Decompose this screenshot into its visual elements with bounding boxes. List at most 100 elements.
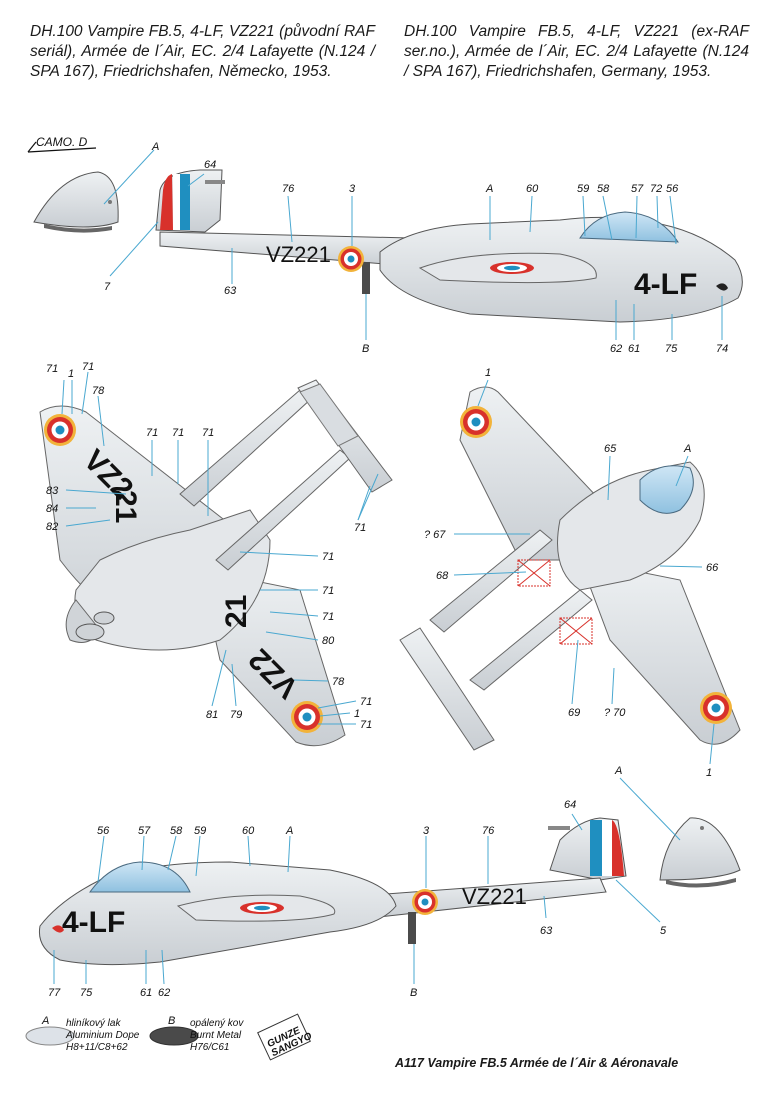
svg-text:63: 63	[540, 925, 553, 937]
roundel-plan-upper-2	[291, 701, 323, 733]
svg-text:B: B	[362, 343, 369, 355]
svg-text:69: 69	[568, 707, 580, 719]
footer-title: A117 Vampire FB.5 Armée de l´Air & Aéron…	[395, 1056, 679, 1070]
svg-text:77: 77	[48, 987, 61, 999]
svg-text:opálený kov: opálený kov	[190, 1018, 244, 1029]
serial-bottom: VZ221	[462, 884, 527, 909]
svg-text:7: 7	[104, 281, 111, 293]
svg-text:71: 71	[46, 363, 58, 375]
svg-text:71: 71	[360, 719, 372, 731]
svg-text:78: 78	[92, 385, 105, 397]
squadron-emblem-top	[716, 283, 728, 291]
callout-lines-top	[103, 149, 723, 340]
svg-text:3: 3	[423, 825, 430, 837]
svg-text:71: 71	[172, 427, 184, 439]
svg-text:56: 56	[97, 825, 110, 837]
svg-text:81: 81	[206, 709, 218, 721]
svg-text:57: 57	[138, 825, 151, 837]
svg-text:75: 75	[665, 343, 678, 355]
svg-text:71: 71	[322, 585, 334, 597]
svg-text:3: 3	[349, 183, 356, 195]
svg-text:62: 62	[610, 343, 622, 355]
header-english: DH.100 Vampire FB.5, 4-LF, VZ221 (ex-RAF…	[404, 23, 749, 80]
serial-top: VZ221	[266, 242, 331, 267]
svg-text:hliníkový lak: hliníkový lak	[66, 1018, 121, 1029]
svg-text:? 67: ? 67	[424, 529, 446, 541]
svg-text:71: 71	[322, 611, 334, 623]
svg-text:60: 60	[526, 183, 539, 195]
svg-text:71: 71	[322, 551, 334, 563]
svg-text:74: 74	[716, 343, 728, 355]
legend-item-a: A hliníkový lak Aluminium Dope H8+11/C8+…	[25, 1015, 140, 1053]
svg-text:A: A	[41, 1015, 49, 1027]
squadron-emblem-bottom	[52, 925, 64, 933]
svg-text:71: 71	[360, 696, 372, 708]
header-czech: DH.100 Vampire FB.5, 4-LF, VZ221 (původn…	[30, 23, 375, 80]
svg-text:57: 57	[631, 183, 644, 195]
svg-text:75: 75	[80, 987, 93, 999]
svg-text:62: 62	[158, 987, 170, 999]
svg-text:83: 83	[46, 485, 59, 497]
svg-text:56: 56	[666, 183, 679, 195]
svg-text:76: 76	[282, 183, 295, 195]
serial-wing-top-2: 21	[109, 490, 142, 523]
roundel-boom	[338, 246, 364, 272]
fin-front-view	[33, 171, 119, 233]
svg-text:71: 71	[354, 522, 366, 534]
roundel-plan-lower-1	[460, 406, 492, 438]
svg-text:78: 78	[332, 676, 345, 688]
svg-text:61: 61	[140, 987, 152, 999]
svg-text:B: B	[410, 987, 417, 999]
code-top: 4-LF	[634, 268, 697, 301]
plan-view-lower: 1 65 A ? 67 66 68 69 ? 70 1	[399, 367, 741, 779]
side-view-starboard: VZ221 4-LF A 64 56 57 58 59 60	[38, 765, 741, 999]
svg-text:66: 66	[706, 562, 719, 574]
legend-item-b: B opálený kov Burnt Metal H76/C61	[149, 1015, 244, 1053]
svg-text:A: A	[485, 183, 493, 195]
serial-wing-bottom-2: 21	[220, 595, 253, 628]
side-view-port: VZ221 4-LF A 7 64 76 3	[33, 141, 743, 355]
roundel-wing-side-2	[240, 902, 284, 914]
svg-text:A: A	[285, 825, 293, 837]
svg-text:82: 82	[46, 521, 58, 533]
svg-text:71: 71	[202, 427, 214, 439]
svg-text:76: 76	[482, 825, 495, 837]
roundel-boom-2	[412, 889, 438, 915]
tail-fin-top	[155, 169, 225, 233]
svg-text:Burnt Metal: Burnt Metal	[190, 1030, 242, 1041]
color-legend: A hliníkový lak Aluminium Dope H8+11/C8+…	[25, 1013, 314, 1061]
roundel-plan-upper-1	[44, 414, 76, 446]
svg-text:64: 64	[564, 799, 576, 811]
svg-text:H76/C61: H76/C61	[190, 1042, 229, 1053]
svg-text:CAMO. D: CAMO. D	[36, 135, 88, 149]
svg-text:B: B	[168, 1015, 175, 1027]
plan-view-upper: VZ2 21 VZ2 21	[39, 361, 393, 747]
svg-text:63: 63	[224, 285, 237, 297]
svg-text:84: 84	[46, 503, 58, 515]
svg-text:A: A	[683, 443, 691, 455]
svg-text:64: 64	[204, 159, 216, 171]
svg-text:H8+11/C8+62: H8+11/C8+62	[66, 1042, 128, 1053]
svg-text:71: 71	[82, 361, 94, 373]
svg-text:59: 59	[577, 183, 589, 195]
burnt-metal-panel	[362, 262, 370, 294]
gunze-sangyo-logo: GUNZE SANGYO	[257, 1013, 314, 1061]
svg-text:1: 1	[68, 368, 74, 380]
svg-text:1: 1	[485, 367, 491, 379]
svg-text:71: 71	[146, 427, 158, 439]
svg-text:79: 79	[230, 709, 242, 721]
svg-text:58: 58	[170, 825, 183, 837]
svg-text:60: 60	[242, 825, 255, 837]
svg-text:80: 80	[322, 635, 335, 647]
svg-text:59: 59	[194, 825, 206, 837]
camo-label: CAMO. D	[27, 135, 97, 153]
svg-text:5: 5	[660, 925, 667, 937]
code-bottom: 4-LF	[62, 906, 125, 939]
canopy	[579, 211, 679, 243]
svg-text:61: 61	[628, 343, 640, 355]
svg-text:A: A	[614, 765, 622, 777]
svg-text:68: 68	[436, 570, 449, 582]
burnt-metal-panel-2	[408, 912, 416, 944]
roundel-wing-side	[490, 262, 534, 274]
